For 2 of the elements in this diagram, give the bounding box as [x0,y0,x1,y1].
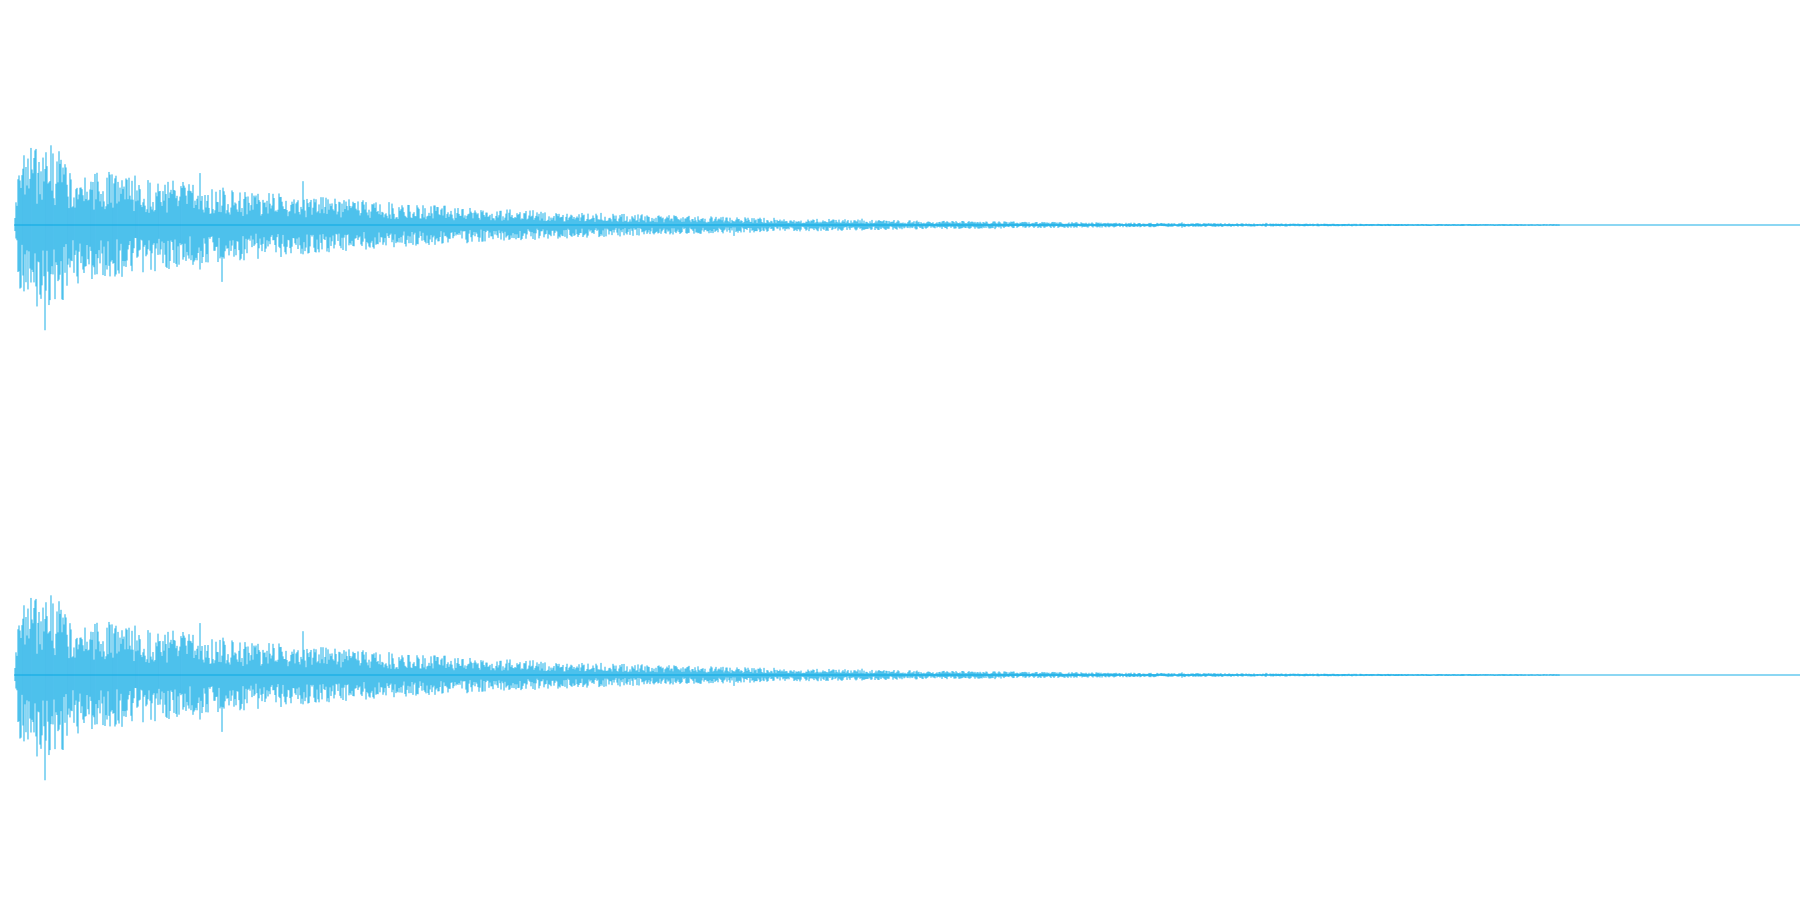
waveform-drawing [13,144,1800,331]
waveform-drawing [13,594,1800,781]
